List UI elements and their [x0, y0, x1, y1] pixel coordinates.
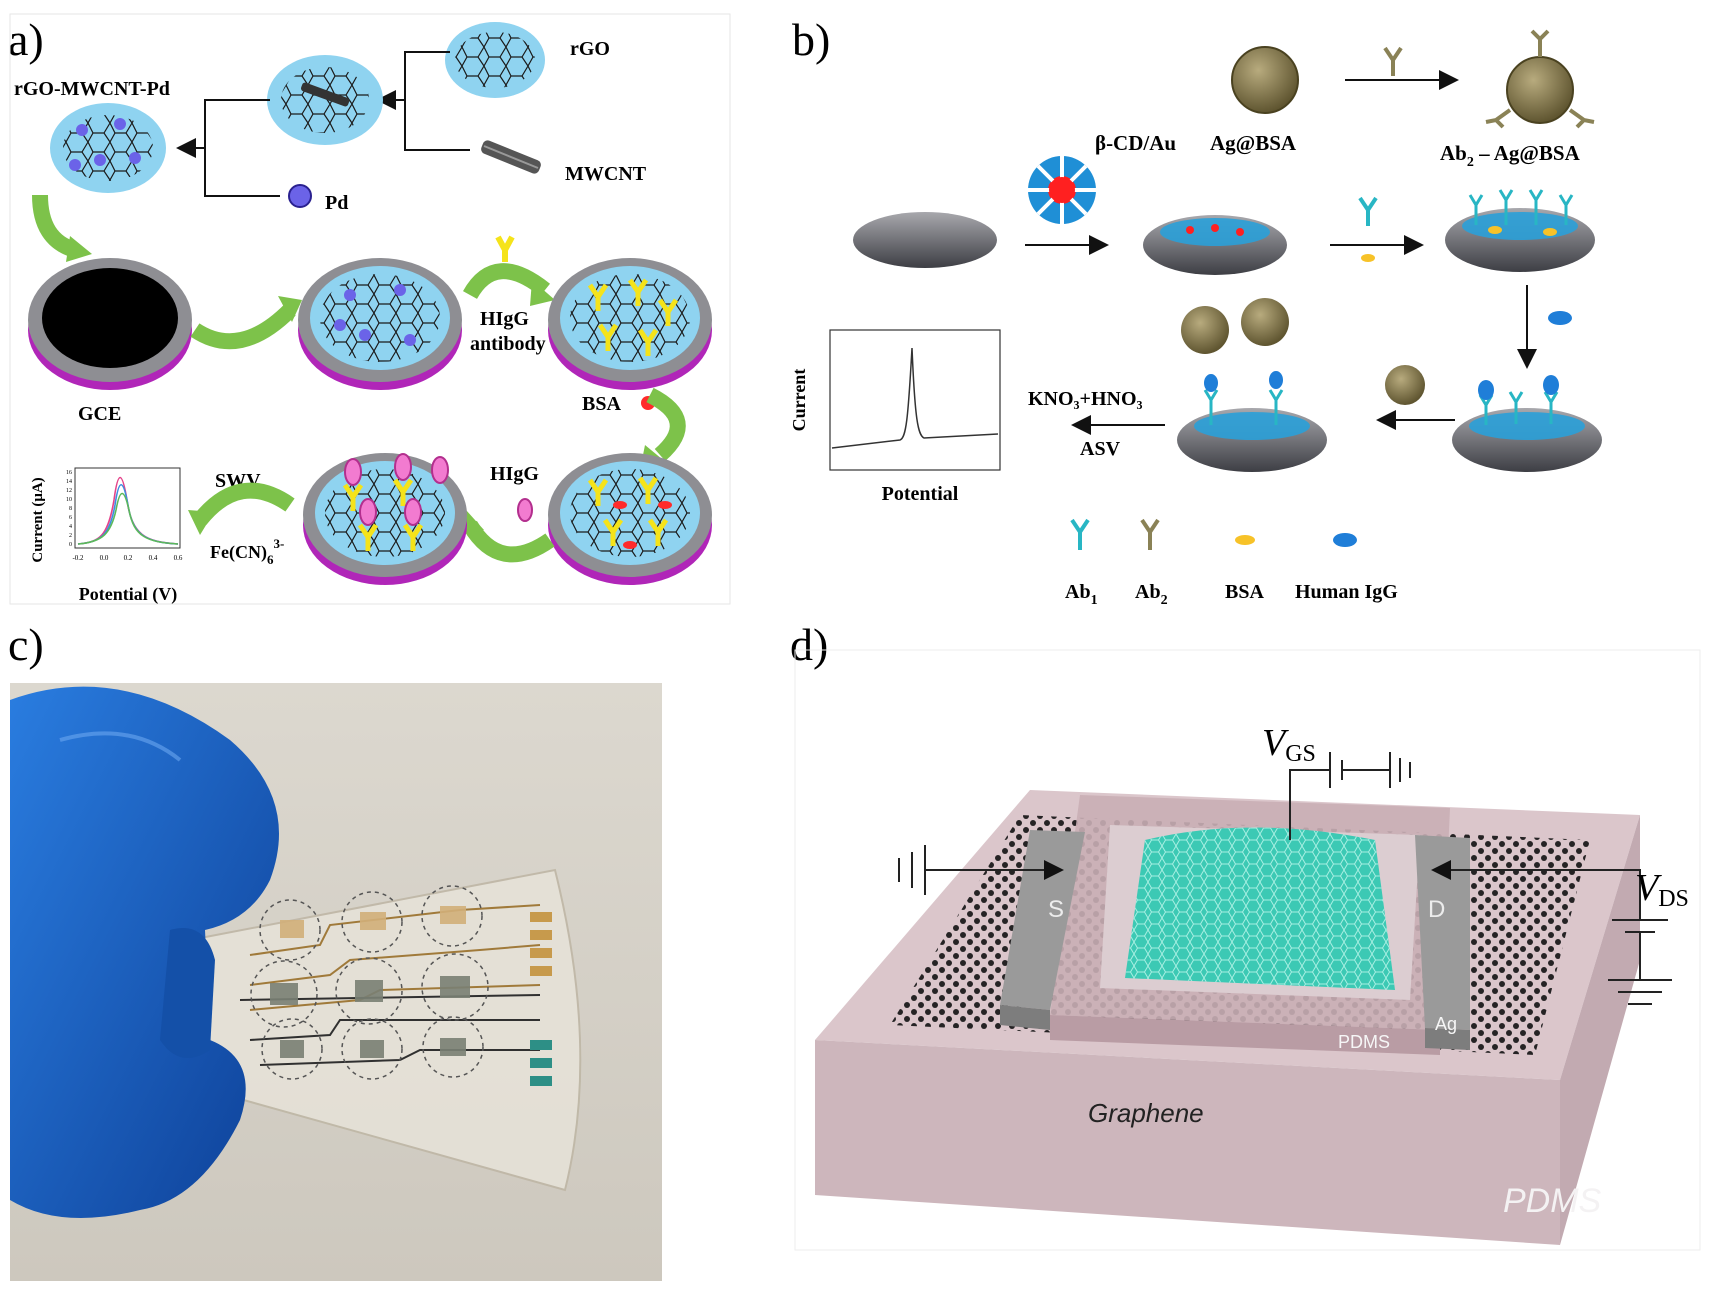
- bsa-icon: [1361, 254, 1375, 262]
- inset-a-ytick: 2: [69, 533, 72, 539]
- inset-a-ytick: 4: [69, 524, 72, 530]
- ag-bsa-particle: [1231, 46, 1299, 114]
- gce-electrode: [28, 258, 192, 390]
- inset-a-ytick: 0: [69, 542, 72, 548]
- green-arrow-icon: [190, 304, 296, 350]
- modified-electrode-higg: [303, 453, 467, 585]
- legend-human-igg: Human IgG: [1295, 581, 1398, 603]
- electrode-sandwich: [1177, 298, 1327, 472]
- ferricyanide-label: Fe(CN)63-: [210, 536, 284, 567]
- inset-a-ytick: 8: [69, 506, 72, 512]
- inset-swv-plot: Current (μA) Potential (V) -0.2 0.0 0.2 …: [30, 467, 183, 605]
- pd-particle: [288, 184, 312, 208]
- rgo-sheet: [445, 22, 545, 98]
- ab1-legend-icon: [1070, 518, 1090, 550]
- drain-label: D: [1428, 896, 1445, 923]
- inset-a-ytick: 10: [66, 497, 72, 503]
- antibody-icon: [495, 235, 515, 262]
- panel-a: a) rGO MWCNT Pd rGO-MWCNT-Pd: [8, 13, 731, 605]
- ab2-ag-bsa-label: Ab2 – Ag@BSA: [1440, 141, 1581, 170]
- inset-a-xlabel: Potential (V): [79, 584, 177, 605]
- ab2-icon: [1383, 46, 1403, 76]
- ab1-icon: [1358, 196, 1378, 226]
- panel-b-letter: b): [792, 14, 830, 65]
- panel-b: b) Ag@BSA Ab2 – Ag@BSA β-CD/Au: [789, 14, 1602, 608]
- human-igg-legend-icon: [1333, 533, 1357, 547]
- panel-c-letter: c): [8, 619, 44, 670]
- ab2-ag-bsa-conjugate: [1506, 56, 1574, 124]
- panel-a-letter: a): [8, 14, 44, 65]
- ag-label: Ag: [1435, 1014, 1457, 1034]
- bsa-label-a: BSA: [582, 393, 621, 415]
- bsa-legend-icon: [1235, 535, 1255, 545]
- inset-a-xtick: 0.0: [100, 554, 109, 562]
- glove: [10, 686, 279, 1218]
- higg-antibody-label-2: antibody: [470, 333, 546, 355]
- inset-a-xtick: -0.2: [72, 554, 84, 562]
- inset-a-yticks: 16 14 12 10 8 6 4 2 0: [66, 470, 72, 548]
- pdms-inner-label: PDMS: [1338, 1032, 1390, 1052]
- mwcnt-label: MWCNT: [565, 163, 647, 185]
- beta-cd-au-label: β-CD/Au: [1095, 131, 1176, 155]
- legend-ab1: Ab1: [1065, 581, 1098, 608]
- rgo-mwcnt-pd-label: rGO-MWCNT-Pd: [14, 78, 170, 100]
- vds-label: VDS: [1635, 867, 1689, 912]
- modified-electrode-bsa: [548, 453, 712, 585]
- green-arrow-icon: [646, 387, 686, 462]
- inset-a-ytick: 6: [69, 515, 72, 521]
- beta-cd-au-icon: [1028, 156, 1096, 224]
- inset-b-ylabel: Current: [789, 369, 809, 432]
- green-arrow-icon: [463, 520, 555, 563]
- kno3-hno3-label: KNO₃+HNO₃: [1028, 388, 1143, 410]
- panel-d-letter: d): [790, 619, 828, 670]
- modified-electrode-antibody: [548, 258, 712, 390]
- legend-b: Ab1 Ab2 BSA Human IgG: [1065, 518, 1398, 608]
- higg-icon: [517, 498, 533, 522]
- flexible-device-photo: [10, 683, 662, 1281]
- inset-a-xtick: 0.2: [124, 554, 133, 562]
- inset-a-xticks: -0.2 0.0 0.2 0.4 0.6: [72, 554, 182, 562]
- ab2-ag-bsa-icon: [1385, 365, 1425, 405]
- inset-a-xtick: 0.4: [149, 554, 158, 562]
- rgo-mwcnt-pd-composite: [50, 103, 166, 193]
- inset-asv-plot: Current Potential: [789, 329, 1001, 505]
- legend-bsa: BSA: [1225, 581, 1264, 603]
- circuit-wiring: [898, 752, 1672, 1005]
- rgo-mwcnt-composite: [267, 55, 383, 145]
- legend-ab2: Ab2: [1135, 581, 1168, 608]
- green-arrow-icon: [193, 482, 295, 526]
- inset-a-ytick: 16: [66, 470, 72, 476]
- drain-electrode: [1415, 835, 1470, 1050]
- inset-b-xlabel: Potential: [882, 483, 959, 505]
- inset-a-ytick: 12: [66, 488, 72, 494]
- ab2-legend-icon: [1140, 518, 1160, 550]
- rgo-label: rGO: [570, 38, 610, 60]
- teal-gel: [1125, 827, 1395, 990]
- mwcnt-tube: [481, 140, 541, 174]
- electrode-ab1-bsa: [1445, 189, 1595, 272]
- higg-label: HIgG: [490, 463, 539, 485]
- higg-antibody-label-1: HIgG: [480, 308, 529, 330]
- electrode-cd-au: [1143, 215, 1287, 275]
- inset-a-xtick: 0.6: [174, 554, 183, 562]
- asv-label: ASV: [1080, 438, 1121, 460]
- pd-label: Pd: [325, 192, 348, 214]
- modified-electrode-pd: [298, 258, 462, 390]
- ag-bsa-label: Ag@BSA: [1210, 131, 1297, 155]
- inset-a-ytick: 14: [66, 479, 72, 485]
- panel-c: c): [8, 619, 662, 1281]
- vgs-label: VGS: [1262, 722, 1316, 767]
- panel-d: d) S D: [790, 619, 1701, 1251]
- graphene-label: Graphene: [1088, 1098, 1204, 1128]
- bare-electrode: [853, 212, 997, 268]
- source-label: S: [1048, 896, 1064, 923]
- pdms-outer-label: PDMS: [1503, 1182, 1602, 1220]
- electrode-antigen: [1452, 375, 1602, 472]
- gce-label: GCE: [78, 403, 121, 425]
- human-igg-icon: [1548, 311, 1572, 325]
- inset-a-ylabel: Current (μA): [30, 477, 46, 562]
